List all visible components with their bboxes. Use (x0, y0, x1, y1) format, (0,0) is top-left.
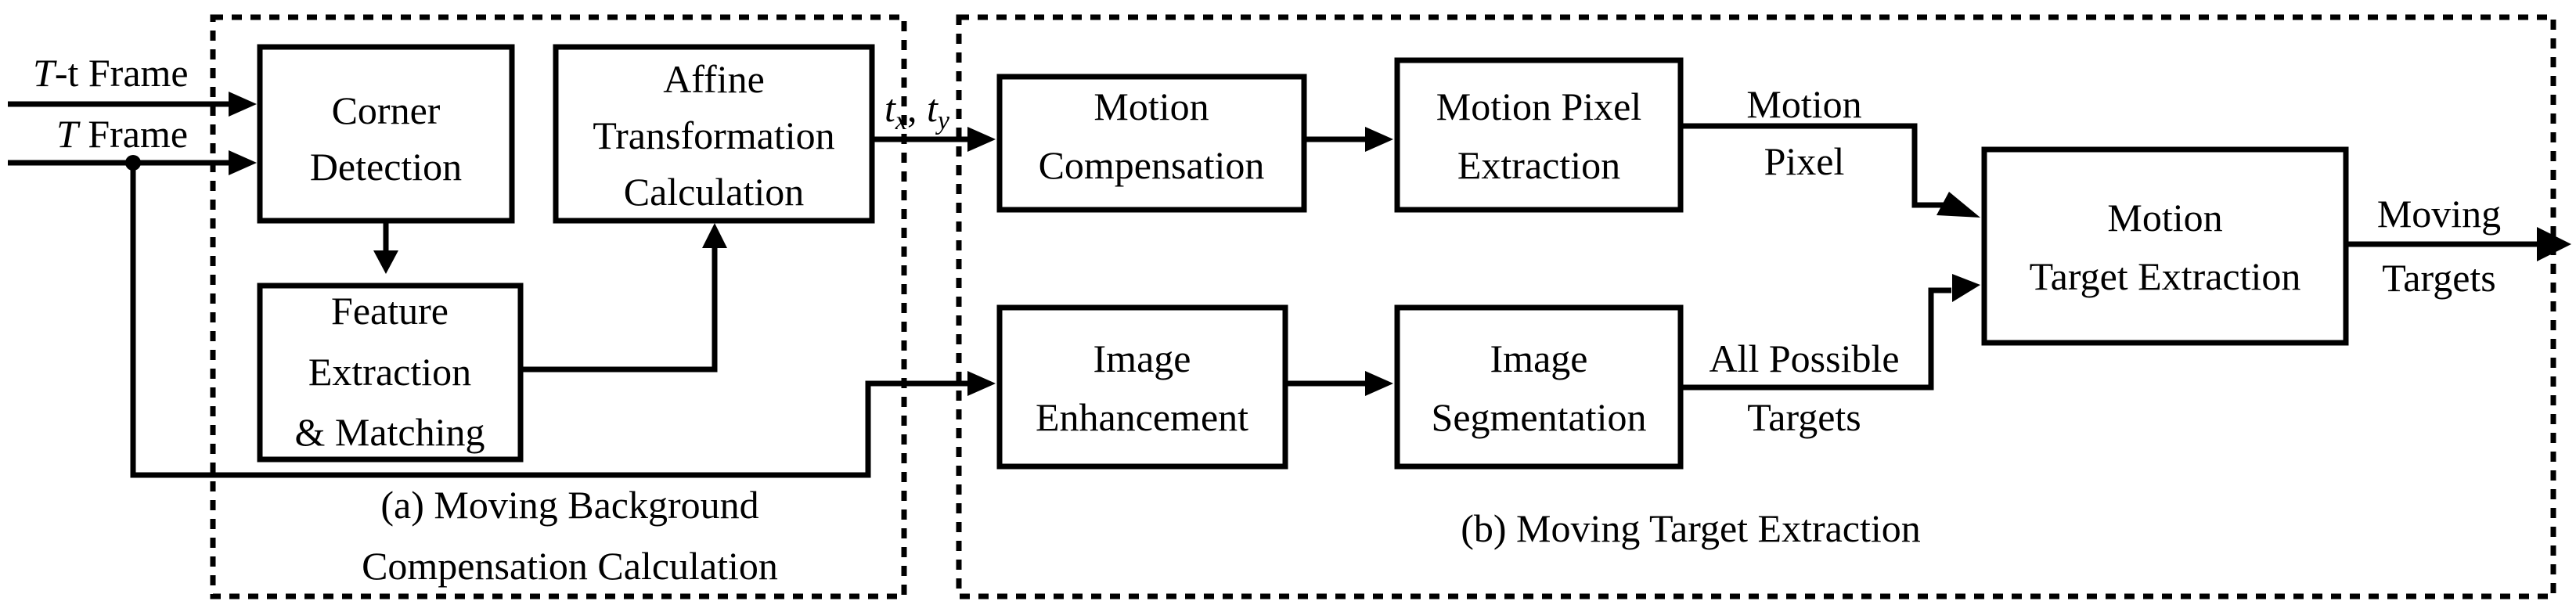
arrowhead-icon (1365, 371, 1393, 396)
feature-extraction-label-line2: Extraction (308, 350, 471, 394)
corner-detection-label-line1: Corner (332, 88, 441, 132)
moving-targets-output-line1: Moving (2377, 192, 2501, 236)
motion-pixel-extraction-label-line2: Extraction (1457, 143, 1620, 187)
image-enhancement-label-line1: Image (1093, 337, 1191, 380)
arrowhead-icon (2537, 227, 2571, 261)
feature-extraction-label-line1: Feature (331, 289, 449, 333)
motion-pixel-extraction-label-line1: Motion Pixel (1436, 85, 1642, 128)
all-possible-targets-signal-line1: All Possible (1709, 337, 1899, 380)
affine-transformation-label-line3: Calculation (624, 170, 805, 214)
arrowhead-icon (229, 150, 257, 175)
arrowhead-icon (967, 371, 996, 396)
arrowhead-icon (1365, 127, 1393, 152)
image-segmentation-box (1394, 304, 1684, 470)
affine-transformation-label-line1: Affine (663, 57, 765, 101)
arrowhead-icon (1952, 274, 1980, 302)
t-frame-bypass-line (130, 163, 967, 478)
arrowhead-icon (1937, 192, 1980, 218)
affine-transformation-label-line2: Transformation (593, 113, 834, 157)
motion-pixel-extraction-box (1394, 57, 1684, 213)
segmentation-to-target-line (1681, 287, 1951, 391)
image-enhancement-box (996, 304, 1288, 470)
feature-to-affine-line (521, 229, 718, 373)
corner-detection-label-line2: Detection (310, 145, 462, 189)
region-a-label-line1: (a) Moving Background (380, 483, 758, 527)
image-segmentation-label-line2: Segmentation (1432, 395, 1647, 439)
arrowhead-icon (702, 223, 727, 248)
corner-detection-box (257, 44, 515, 224)
image-enhancement-label-line2: Enhancement (1036, 395, 1248, 439)
motion-target-extraction-label-line2: Target Extraction (2030, 254, 2301, 298)
feature-extraction-box (257, 283, 524, 463)
motion-pixel-signal-line2: Pixel (1764, 139, 1845, 183)
region-b-label: (b) Moving Target Extraction (1461, 506, 1921, 550)
region-a-label-line2: Compensation Calculation (362, 544, 778, 588)
motion-target-extraction-box (1981, 146, 2349, 346)
input-t-frame-label: T Frame (56, 112, 188, 156)
region-b-frame (956, 14, 2556, 599)
feature-extraction-label-line3: & Matching (294, 410, 485, 454)
image-segmentation-label-line1: Image (1490, 337, 1588, 380)
affine-transformation-box (553, 44, 875, 224)
junction-dot (125, 155, 141, 171)
moving-targets-output-line2: Targets (2382, 256, 2496, 300)
arrowhead-icon (967, 127, 996, 152)
motion-target-extraction-label-line1: Motion (2107, 196, 2222, 239)
all-possible-targets-signal-line2: Targets (1747, 395, 1861, 439)
motion-compensation-box (996, 74, 1307, 213)
pixel-to-target-line (1681, 123, 1951, 208)
translation-params-label: tx, ty (884, 86, 950, 135)
arrowhead-icon (373, 250, 398, 274)
motion-pixel-signal-line1: Motion (1746, 82, 1861, 126)
motion-compensation-label-line1: Motion (1093, 85, 1209, 128)
motion-compensation-label-line2: Compensation (1039, 143, 1265, 187)
region-a-frame (210, 14, 907, 599)
arrowhead-icon (229, 92, 257, 117)
input-t-minus-t-frame-label: T-t Frame (33, 51, 189, 95)
